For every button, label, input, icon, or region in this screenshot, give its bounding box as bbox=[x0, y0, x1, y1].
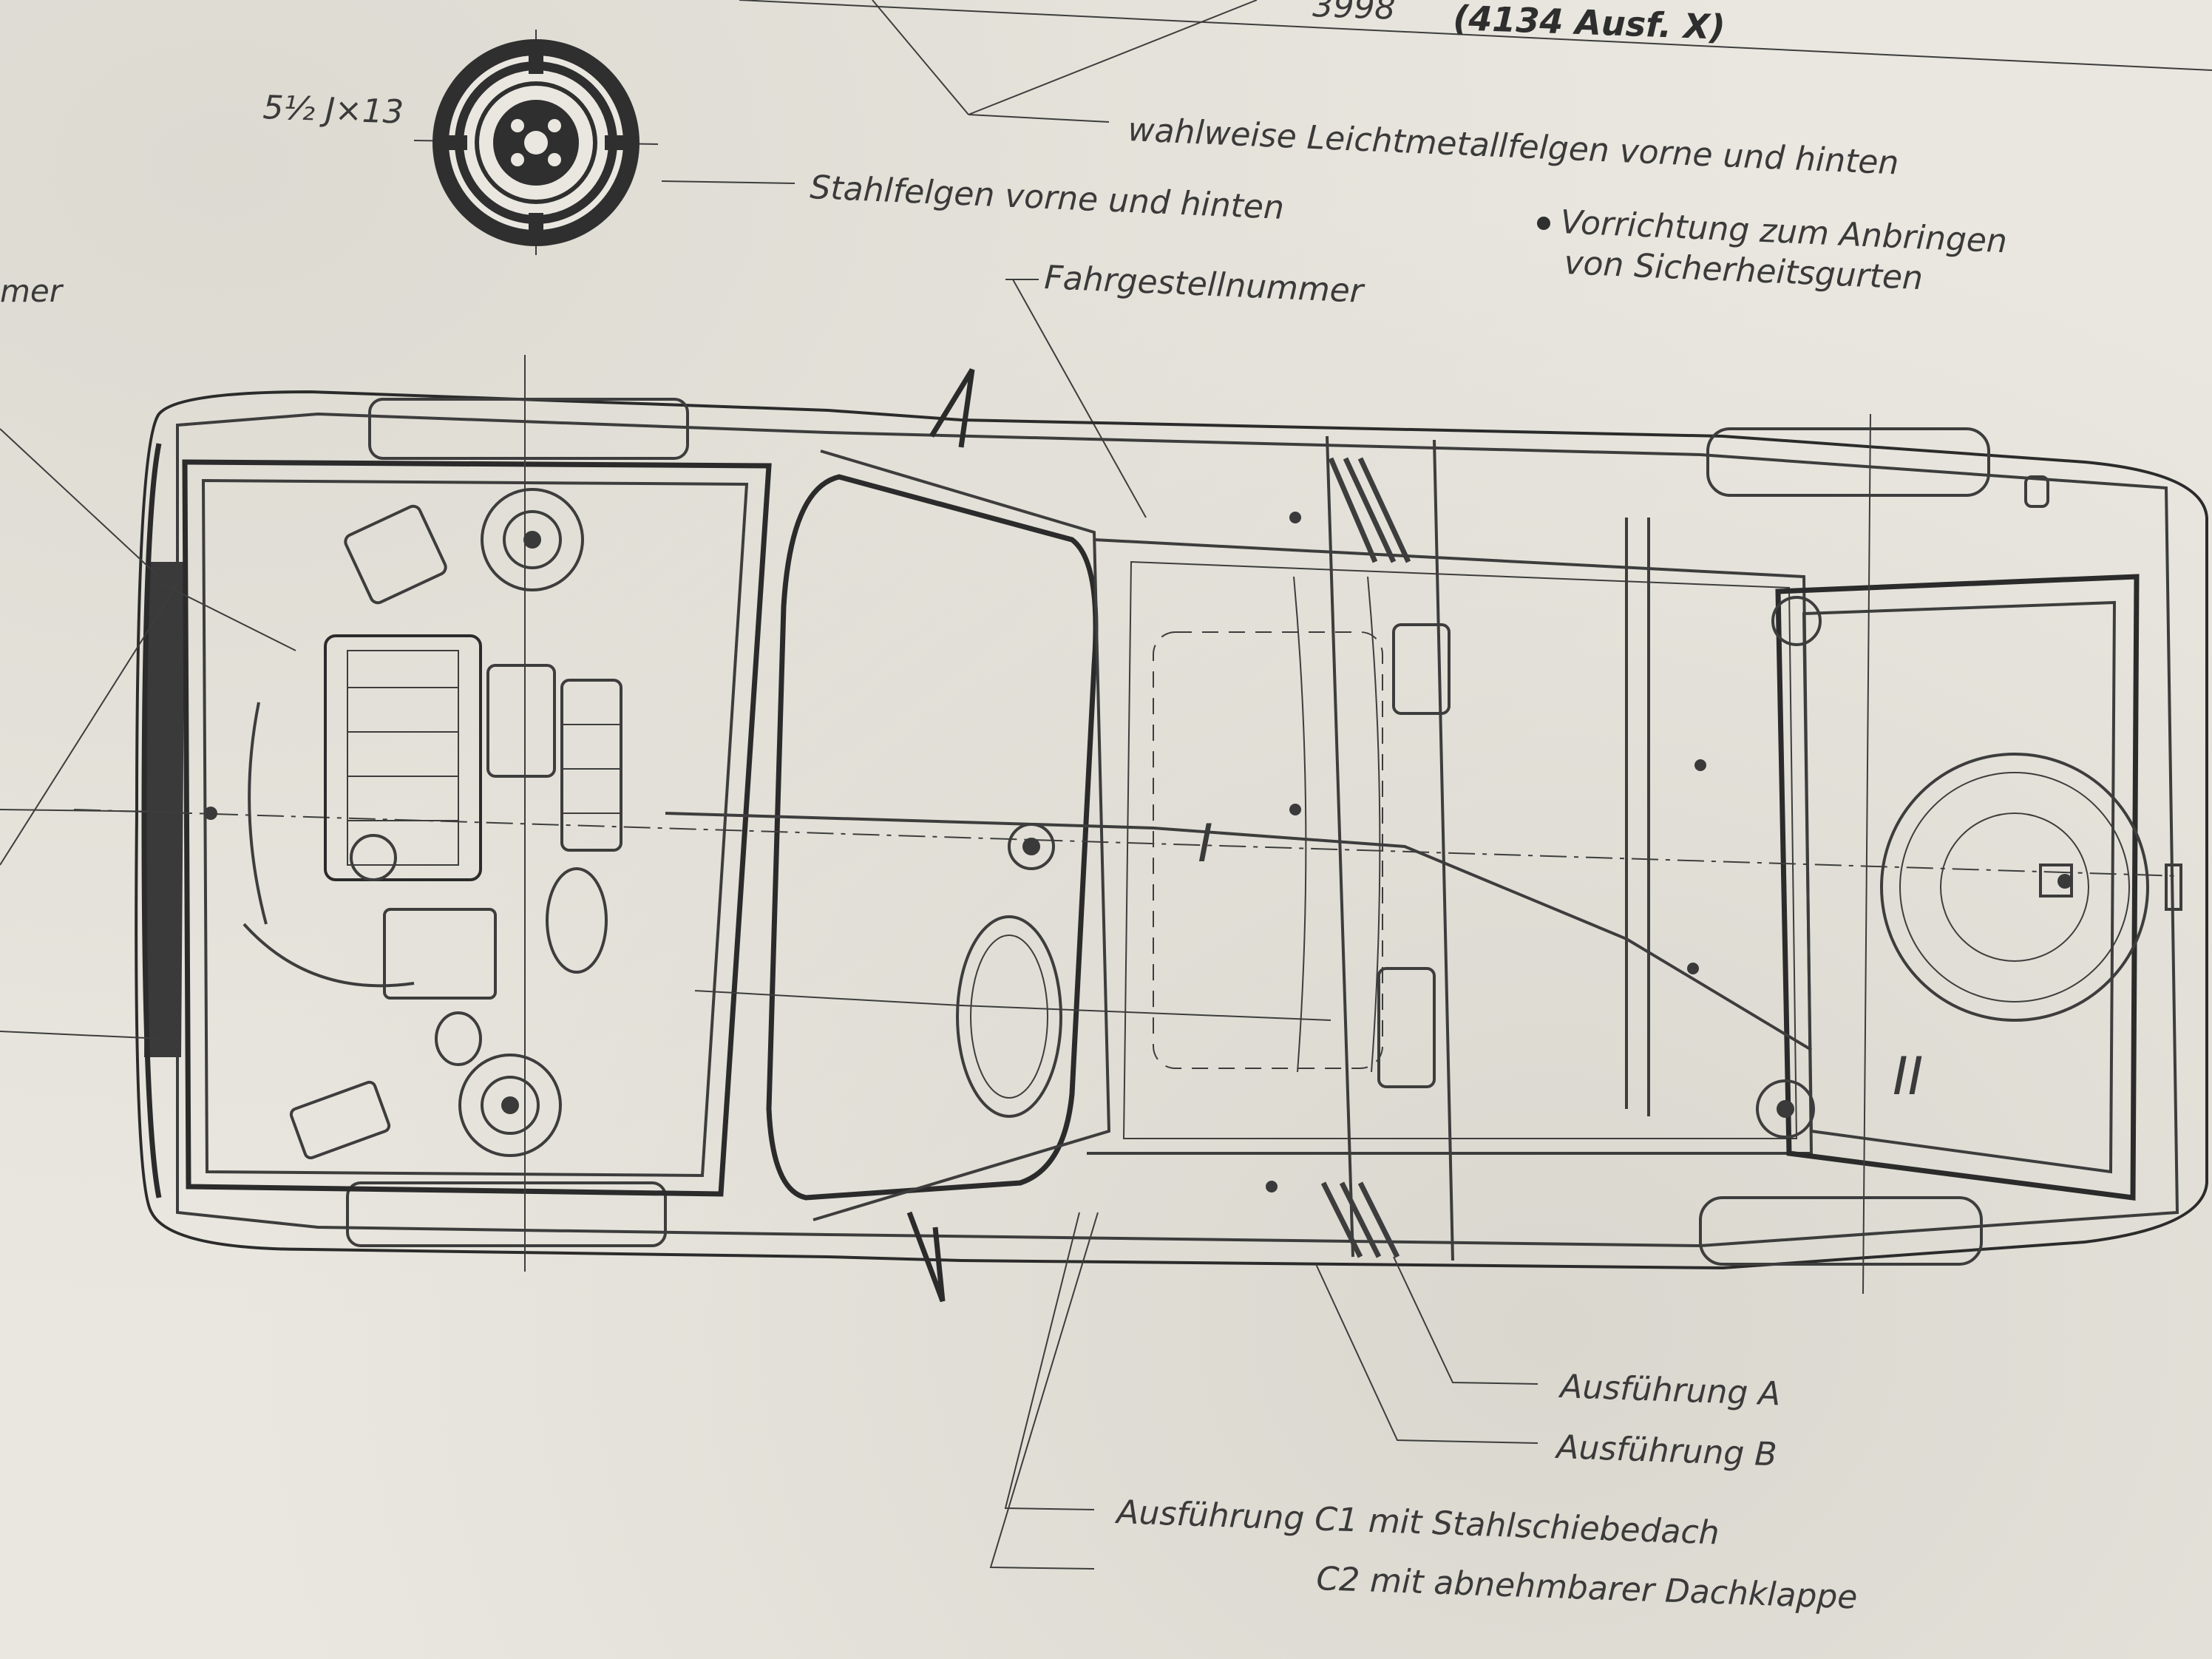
version-a-label: Ausführung A bbox=[1558, 1368, 1782, 1413]
lower-labels: Ausführung A Ausführung B Ausführung C1 … bbox=[989, 1212, 1859, 1617]
chassis-number-label: Fahrgestellnummer bbox=[1044, 259, 1366, 311]
top-dimension-value: 3998 bbox=[1312, 0, 1397, 27]
top-dimension: 3998 (4134 Ausf. X) bbox=[739, 0, 2212, 123]
rim-size-label: 5½ J×13 bbox=[262, 89, 404, 132]
left-edge-fragment: mer bbox=[0, 273, 64, 309]
engine-icon bbox=[242, 504, 622, 1160]
floor-marker-two: II bbox=[1893, 1046, 1923, 1107]
rim-icon bbox=[413, 30, 659, 255]
car-body: I II bbox=[0, 355, 2208, 1303]
seatbelt-marker-icon bbox=[1537, 217, 1550, 230]
top-dimension-note: (4134 Ausf. X) bbox=[1453, 0, 1726, 47]
steel-rims-label: Stahlfelgen vorne und hinten bbox=[810, 169, 1285, 227]
version-c2-label: C2 mit abnehmbarer Dachklappe bbox=[1316, 1560, 1859, 1617]
floor-marker-one: I bbox=[1198, 813, 1213, 874]
rim-detail: 5½ J×13 bbox=[262, 30, 659, 255]
alloy-rims-label: wahlweise Leichtmetallfelgen vorne und h… bbox=[1127, 111, 1900, 182]
version-c1-label: Ausführung C1 mit Stahlschiebedach bbox=[1114, 1493, 1720, 1553]
version-b-label: Ausführung B bbox=[1554, 1428, 1778, 1473]
